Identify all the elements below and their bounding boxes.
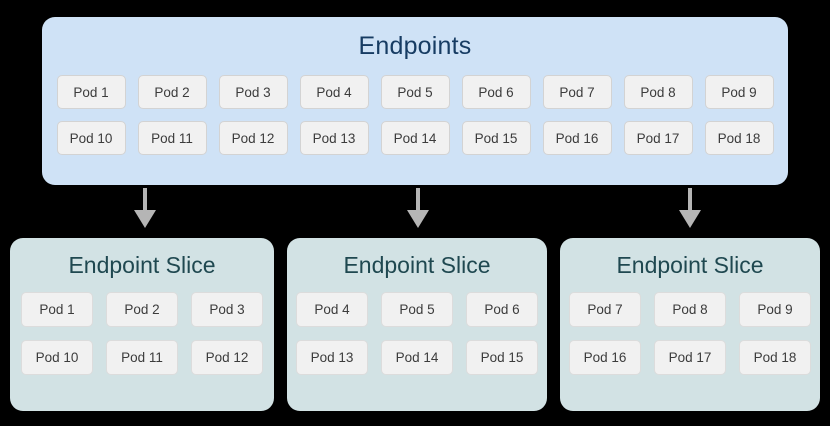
endpoints-pod-row-1: Pod 1 Pod 2 Pod 3 Pod 4 Pod 5 Pod 6 Pod … [42, 75, 788, 109]
pod-box[interactable]: Pod 9 [739, 292, 811, 327]
endpoint-slice-pod-grid: Pod 7 Pod 8 Pod 9 Pod 16 Pod 17 Pod 18 [560, 292, 820, 388]
pod-box[interactable]: Pod 1 [21, 292, 93, 327]
endpoint-slice-title: Endpoint Slice [343, 252, 491, 278]
pod-box[interactable]: Pod 8 [654, 292, 726, 327]
arrow-head [679, 210, 701, 228]
arrow-head [134, 210, 156, 228]
pod-box[interactable]: Pod 10 [56, 121, 126, 155]
pod-box[interactable]: Pod 5 [380, 75, 450, 109]
pod-box[interactable]: Pod 16 [569, 340, 641, 375]
pod-box[interactable]: Pod 10 [21, 340, 93, 375]
pod-box[interactable]: Pod 6 [461, 75, 531, 109]
endpoint-slice-panel-1: Endpoint Slice Pod 1 Pod 2 Pod 3 Pod 10 … [10, 238, 274, 411]
endpoint-slice-pod-row-2: Pod 13 Pod 14 Pod 15 [287, 340, 547, 375]
pod-box[interactable]: Pod 17 [654, 340, 726, 375]
arrow-down-icon [679, 188, 701, 228]
pod-box[interactable]: Pod 18 [739, 340, 811, 375]
arrow-down-icon [134, 188, 156, 228]
pod-box[interactable]: Pod 15 [466, 340, 538, 375]
endpoints-pod-grid: Pod 1 Pod 2 Pod 3 Pod 4 Pod 5 Pod 6 Pod … [42, 75, 788, 167]
pod-box[interactable]: Pod 13 [299, 121, 369, 155]
endpoint-slice-pod-row-1: Pod 7 Pod 8 Pod 9 [560, 292, 820, 327]
pod-box[interactable]: Pod 12 [191, 340, 263, 375]
pod-box[interactable]: Pod 5 [381, 292, 453, 327]
pod-box[interactable]: Pod 3 [218, 75, 288, 109]
endpoints-panel: Endpoints Pod 1 Pod 2 Pod 3 Pod 4 Pod 5 … [42, 17, 788, 185]
pod-box[interactable]: Pod 16 [542, 121, 612, 155]
endpoint-slice-pod-row-2: Pod 16 Pod 17 Pod 18 [560, 340, 820, 375]
pod-box[interactable]: Pod 18 [704, 121, 774, 155]
endpoint-slice-panel-2: Endpoint Slice Pod 4 Pod 5 Pod 6 Pod 13 … [287, 238, 547, 411]
pod-box[interactable]: Pod 15 [461, 121, 531, 155]
endpoint-slice-pod-row-1: Pod 1 Pod 2 Pod 3 [10, 292, 274, 327]
pod-box[interactable]: Pod 8 [623, 75, 693, 109]
pod-box[interactable]: Pod 14 [381, 340, 453, 375]
endpoint-slice-title: Endpoint Slice [616, 252, 764, 278]
endpoint-slice-pod-grid: Pod 4 Pod 5 Pod 6 Pod 13 Pod 14 Pod 15 [287, 292, 547, 388]
pod-box[interactable]: Pod 1 [56, 75, 126, 109]
pod-box[interactable]: Pod 3 [191, 292, 263, 327]
pod-box[interactable]: Pod 2 [106, 292, 178, 327]
endpoints-pod-row-2: Pod 10 Pod 11 Pod 12 Pod 13 Pod 14 Pod 1… [42, 121, 788, 155]
endpoint-slice-pod-row-1: Pod 4 Pod 5 Pod 6 [287, 292, 547, 327]
pod-box[interactable]: Pod 14 [380, 121, 450, 155]
endpoints-title: Endpoints [358, 32, 472, 60]
pod-box[interactable]: Pod 17 [623, 121, 693, 155]
endpoint-slice-panel-3: Endpoint Slice Pod 7 Pod 8 Pod 9 Pod 16 … [560, 238, 820, 411]
arrow-stem [416, 188, 420, 214]
arrow-head [407, 210, 429, 228]
pod-box[interactable]: Pod 4 [296, 292, 368, 327]
pod-box[interactable]: Pod 9 [704, 75, 774, 109]
arrow-stem [688, 188, 692, 214]
pod-box[interactable]: Pod 13 [296, 340, 368, 375]
arrow-stem [143, 188, 147, 214]
endpoint-slice-title: Endpoint Slice [68, 252, 216, 278]
endpoint-slice-pod-row-2: Pod 10 Pod 11 Pod 12 [10, 340, 274, 375]
pod-box[interactable]: Pod 4 [299, 75, 369, 109]
pod-box[interactable]: Pod 6 [466, 292, 538, 327]
pod-box[interactable]: Pod 11 [106, 340, 178, 375]
pod-box[interactable]: Pod 7 [542, 75, 612, 109]
endpoint-slice-pod-grid: Pod 1 Pod 2 Pod 3 Pod 10 Pod 11 Pod 12 [10, 292, 274, 388]
pod-box[interactable]: Pod 12 [218, 121, 288, 155]
pod-box[interactable]: Pod 2 [137, 75, 207, 109]
arrow-down-icon [407, 188, 429, 228]
pod-box[interactable]: Pod 7 [569, 292, 641, 327]
pod-box[interactable]: Pod 11 [137, 121, 207, 155]
